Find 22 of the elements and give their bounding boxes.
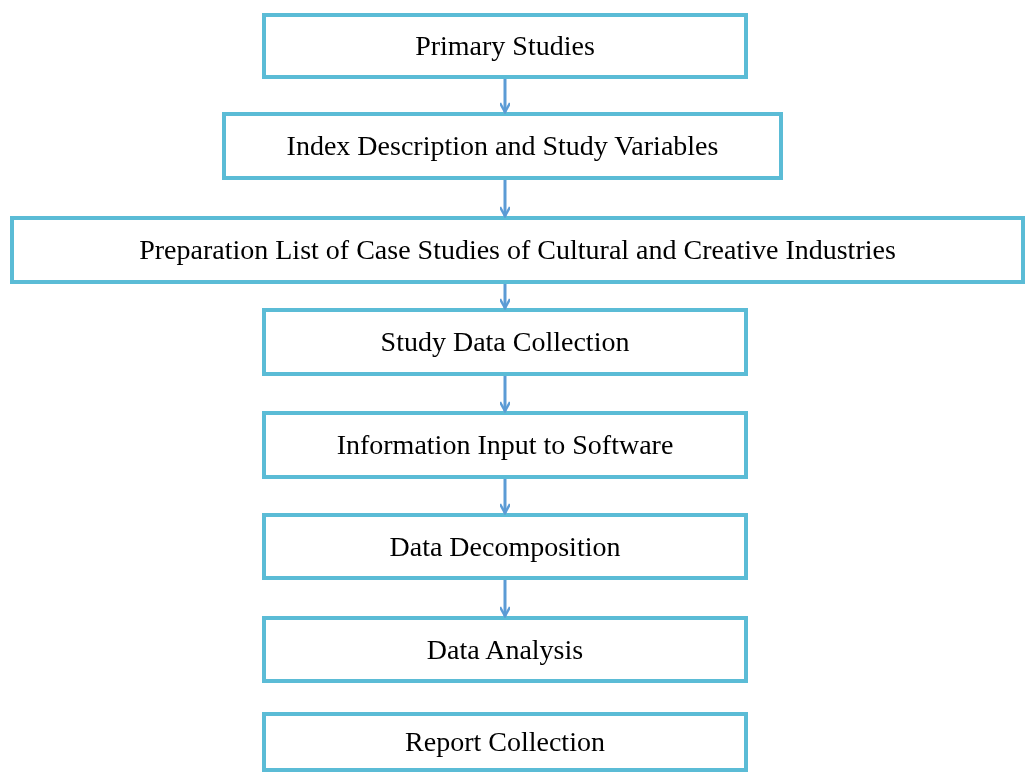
process-box <box>262 308 748 376</box>
arrow <box>498 376 512 413</box>
step-label: Study Data Collection <box>380 326 630 358</box>
step-label: Report Collection <box>405 726 605 758</box>
step-label: Data Analysis <box>426 633 584 666</box>
arrow <box>498 580 512 618</box>
process-box <box>222 112 783 180</box>
arrow <box>498 284 512 310</box>
process-box <box>262 411 748 479</box>
arrow <box>498 479 512 515</box>
process-box <box>10 216 1025 284</box>
step-label: Index Description and Study Variables <box>286 130 719 162</box>
step-label: Preparation List of Case Studies of Cultural and Creative Industries <box>139 234 896 266</box>
step-label: Primary Studies <box>415 30 595 62</box>
process-box <box>262 13 748 79</box>
process-box <box>262 712 748 772</box>
process-box <box>262 616 748 683</box>
arrow <box>498 180 512 218</box>
step-label: Data Decomposition <box>389 530 621 563</box>
process-box <box>262 513 748 580</box>
arrow <box>498 79 512 114</box>
step-label: Information Input to Software <box>336 429 674 461</box>
